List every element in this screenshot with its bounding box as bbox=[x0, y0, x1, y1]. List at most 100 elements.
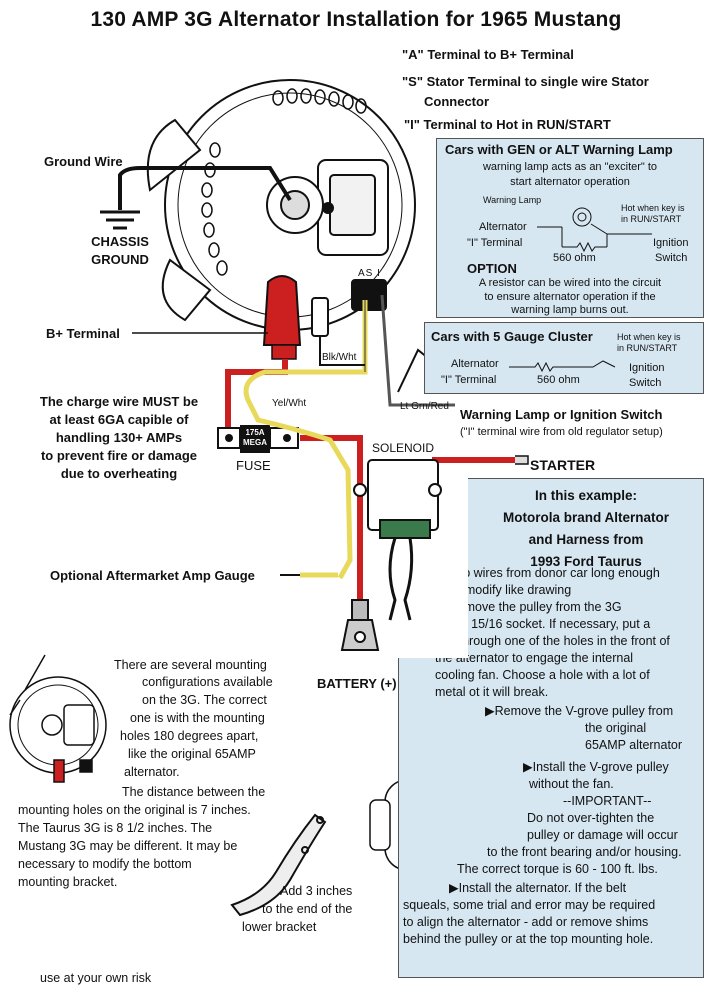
yel-wht-label: Yel/Wht bbox=[272, 398, 307, 409]
bracket-sketch bbox=[230, 813, 327, 917]
example-line: ▶Install the alternator. If the belt bbox=[449, 881, 627, 895]
gauge-ohm-label: 560 ohm bbox=[537, 374, 580, 386]
charge-wire-warning: The charge wire MUST be at least 6GA cap… bbox=[24, 393, 214, 483]
gen-alt-label-2: "I" Terminal bbox=[467, 237, 523, 249]
example-line: the original bbox=[585, 721, 647, 735]
battery-label: BATTERY (+) bbox=[317, 676, 397, 691]
bracket-note-1: Add 3 inches bbox=[280, 884, 353, 898]
mounting-line: The Taurus 3G is 8 1/2 inches. The bbox=[18, 821, 213, 835]
solenoid-label: SOLENOID bbox=[372, 441, 435, 455]
example-line: ▶Install the V-grove pulley bbox=[523, 760, 669, 774]
example-line: --IMPORTANT-- bbox=[563, 794, 652, 808]
example-line: squeals, some trial and error may be req… bbox=[403, 898, 656, 912]
example-line: to align the alternator - add or remove … bbox=[403, 915, 649, 929]
blk-wht-label: Blk/Wht bbox=[322, 352, 357, 363]
amp-gauge-label: Optional Aftermarket Amp Gauge bbox=[50, 568, 255, 583]
example-line: The correct torque is 60 - 100 ft. lbs. bbox=[457, 862, 658, 876]
example-line: metal ot it will break. bbox=[435, 685, 549, 699]
warning-lamp-wire bbox=[380, 294, 455, 407]
gen-hot-label-2: in RUN/START bbox=[621, 214, 682, 224]
example-line: pulley or damage will occur bbox=[527, 828, 678, 842]
ground-label: GROUND bbox=[91, 252, 149, 267]
example-line: bolt through one of the holes in the fro… bbox=[435, 634, 670, 648]
example-line: Do not over-tighten the bbox=[527, 811, 655, 825]
example-heading-2: Motorola brand Alternator bbox=[502, 510, 669, 525]
s-terminal-label-cont: Connector bbox=[424, 94, 489, 109]
example-line: 65AMP alternator bbox=[585, 738, 683, 752]
mounting-line: Mustang 3G may be different. It may be bbox=[18, 839, 238, 853]
mounting-line: mounting bracket. bbox=[18, 875, 118, 889]
example-heading-4: 1993 Ford Taurus bbox=[530, 554, 642, 569]
option-line-2: to ensure alternator operation if the bbox=[484, 291, 656, 303]
yellow-wire bbox=[243, 300, 368, 580]
example-line: without the fan. bbox=[529, 777, 614, 791]
example-line: ▶Remove the pulley from the 3G bbox=[439, 600, 622, 614]
s-terminal-label: "S" Stator Terminal to single wire Stato… bbox=[402, 74, 649, 89]
example-line: ▶Clip wires from donor car long enough bbox=[439, 566, 660, 580]
mounting-line: configurations available bbox=[142, 675, 273, 689]
mounting-line: holes 180 degrees apart, bbox=[120, 729, 259, 743]
example-heading-3: and Harness from bbox=[528, 532, 644, 547]
example-line: to modify like drawing bbox=[451, 583, 572, 597]
bracket-note-3: lower bracket bbox=[242, 920, 317, 934]
gauge-circuit bbox=[509, 360, 616, 373]
example-line: the alternator to engage the internal bbox=[435, 651, 634, 665]
gauge-hot-label-2: in RUN/START bbox=[617, 343, 678, 353]
mounting-line: like the original 65AMP bbox=[128, 747, 256, 761]
example-heading: In this example: Motorola brand Alternat… bbox=[469, 485, 703, 573]
disclaimer: use at your own risk bbox=[40, 971, 152, 985]
gauge-alt-label-1: Alternator bbox=[451, 358, 499, 370]
chassis-label: CHASSIS bbox=[91, 234, 149, 249]
gen-panel-title: Cars with GEN or ALT Warning Lamp bbox=[445, 142, 673, 157]
asi-label: AS I bbox=[358, 268, 381, 279]
fuse-rating-amps: 175A bbox=[245, 428, 265, 437]
gauge-switch-label: Switch bbox=[629, 377, 662, 389]
example-line: Use a 15/16 socket. If necessary, put a bbox=[435, 617, 651, 631]
gen-alt-label-1: Alternator bbox=[479, 221, 527, 233]
mounting-line: mounting holes on the original is 7 inch… bbox=[18, 803, 251, 817]
lt-grn-red-label: Lt Grn/Red bbox=[400, 401, 449, 412]
mounting-line: on the 3G. The correct bbox=[142, 693, 267, 707]
ground-wire-label: Ground Wire bbox=[44, 154, 123, 169]
example-line: ▶Remove the V-grove pulley from bbox=[485, 704, 674, 718]
option-label: OPTION bbox=[467, 261, 517, 276]
fuse-rating-type: MEGA bbox=[243, 438, 267, 447]
a-terminal-label: "A" Terminal to B+ Terminal bbox=[402, 47, 574, 62]
example-line: behind the pulley or at the top mounting… bbox=[403, 932, 654, 946]
fuse bbox=[217, 425, 299, 453]
warning-lamp-label: Warning Lamp bbox=[483, 195, 542, 205]
i-terminal-label: "I" Terminal to Hot in RUN/START bbox=[404, 117, 611, 132]
option-line-3: warning lamp burns out. bbox=[511, 304, 629, 316]
gauge-cluster-panel: Cars with 5 Gauge Cluster Hot when key i… bbox=[424, 322, 704, 394]
gen-ohm-label: 560 ohm bbox=[553, 252, 596, 264]
gen-ignition-label: Ignition bbox=[653, 237, 689, 249]
option-line-1: A resistor can be wired into the circuit bbox=[478, 277, 662, 289]
mounting-sketch bbox=[9, 654, 107, 783]
b-plus-terminal bbox=[262, 275, 302, 360]
gauge-panel-title: Cars with 5 Gauge Cluster bbox=[431, 329, 593, 344]
example-panel: In this example: Motorola brand Alternat… bbox=[398, 478, 704, 978]
fuse-label: FUSE bbox=[236, 458, 271, 473]
charge-warning-line: due to overheating bbox=[60, 466, 178, 481]
mounting-line: The distance between the bbox=[122, 785, 266, 799]
blk-wht-wire bbox=[319, 336, 365, 366]
ground-wire bbox=[100, 166, 292, 230]
battery-terminal bbox=[340, 599, 380, 651]
charge-warning-line: The charge wire MUST be bbox=[39, 394, 199, 409]
b-plus-terminal-label: B+ Terminal bbox=[46, 326, 120, 341]
warning-switch-title: Warning Lamp or Ignition Switch bbox=[460, 407, 663, 422]
mounting-line: one is with the mounting bbox=[130, 711, 265, 725]
gen-panel-sub1: warning lamp acts as an "exciter" to bbox=[482, 161, 658, 173]
charge-warning-line: at least 6GA capible of bbox=[49, 412, 189, 427]
solenoid bbox=[353, 459, 442, 621]
gen-hot-label-1: Hot when key is bbox=[621, 203, 685, 213]
page-title: 130 AMP 3G Alternator Installation for 1… bbox=[90, 8, 622, 31]
bracket-note-2: to the end of the bbox=[262, 902, 353, 916]
lamp-circuit bbox=[537, 207, 652, 253]
example-line: cooling fan. Choose a hole with a lot of bbox=[435, 668, 650, 682]
gen-panel-sub2: start alternator operation bbox=[510, 176, 630, 188]
warning-switch-sub: ("I" terminal wire from old regulator se… bbox=[460, 426, 663, 438]
gen-alt-panel: Cars with GEN or ALT Warning Lamp warnin… bbox=[436, 138, 704, 318]
mounting-line: alternator. bbox=[124, 765, 180, 779]
charge-warning-line: handling 130+ AMPs bbox=[55, 430, 183, 445]
